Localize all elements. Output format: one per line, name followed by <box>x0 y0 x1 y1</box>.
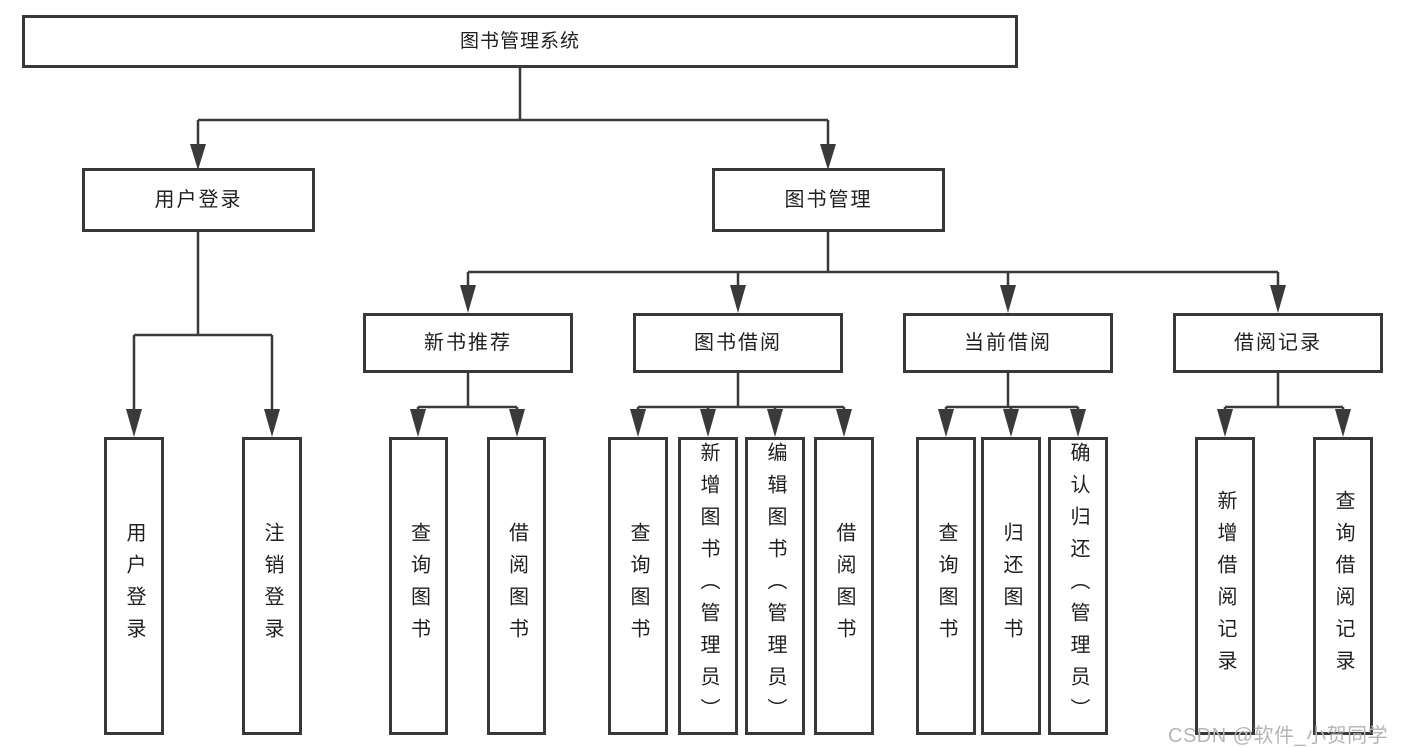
arrowhead <box>767 409 783 437</box>
node-label: 图书借阅 <box>694 332 782 354</box>
node-label: 用户登录 <box>123 522 145 650</box>
node-label: 归还图书 <box>1000 522 1022 650</box>
node-label: 图书管理 <box>784 189 873 211</box>
arrowhead <box>1270 285 1286 313</box>
node-label: 注销登录 <box>261 522 283 650</box>
node-label: 新增借阅记录 <box>1214 490 1236 682</box>
arrowhead <box>730 285 746 313</box>
leaf-logout: 注销登录 <box>242 437 302 735</box>
node-label: 借阅记录 <box>1234 332 1322 354</box>
node-label: 编辑图书（管理员） <box>764 442 786 730</box>
arrowhead <box>938 409 954 437</box>
arrowhead <box>264 409 280 437</box>
node-label: 确认归还（管理员） <box>1067 442 1089 730</box>
arrowhead <box>126 409 142 437</box>
arrowhead <box>460 285 476 313</box>
node-label: 查询图书 <box>935 522 957 650</box>
leaf-add-borrow-record: 新增借阅记录 <box>1195 437 1255 735</box>
leaf-add-book-admin: 新增图书（管理员） <box>678 437 738 735</box>
node-label: 新增图书（管理员） <box>697 442 719 730</box>
arrowhead <box>190 144 206 170</box>
arrowhead <box>410 409 426 437</box>
csdn-watermark: CSDN @软件_小贺同学 <box>1168 725 1389 747</box>
node-label: 借阅图书 <box>505 522 528 650</box>
leaf-query-books-borrowing: 查询图书 <box>608 437 668 735</box>
leaf-query-books-recommend: 查询图书 <box>389 437 448 735</box>
arrowhead <box>1003 409 1019 437</box>
node-user-login: 用户登录 <box>82 168 315 232</box>
node-label: 新书推荐 <box>424 332 512 354</box>
arrowhead <box>1335 409 1351 437</box>
node-system-root: 图书管理系统 <box>22 15 1018 68</box>
node-label: 借阅图书 <box>833 522 855 650</box>
leaf-edit-book-admin: 编辑图书（管理员） <box>745 437 805 735</box>
arrowhead <box>1000 285 1016 313</box>
node-label: 查询图书 <box>407 522 430 650</box>
arrowhead <box>630 409 646 437</box>
arrowhead <box>1070 409 1086 437</box>
leaf-user-login: 用户登录 <box>104 437 164 735</box>
node-new-book-recommend: 新书推荐 <box>363 313 573 373</box>
arrowhead <box>1217 409 1233 437</box>
leaf-borrow-books-recommend: 借阅图书 <box>487 437 546 735</box>
leaf-return-books: 归还图书 <box>981 437 1041 735</box>
node-label: 当前借阅 <box>964 332 1052 354</box>
node-label: 查询借阅记录 <box>1332 490 1354 682</box>
node-label: 图书管理系统 <box>459 31 580 52</box>
leaf-query-books-current: 查询图书 <box>916 437 976 735</box>
leaf-borrow-books: 借阅图书 <box>814 437 874 735</box>
leaf-query-borrow-record: 查询借阅记录 <box>1313 437 1373 735</box>
node-current-borrowing: 当前借阅 <box>903 313 1113 373</box>
node-book-management: 图书管理 <box>712 168 945 232</box>
node-book-borrowing: 图书借阅 <box>633 313 843 373</box>
arrowhead <box>700 409 716 437</box>
node-label: 用户登录 <box>154 189 243 211</box>
node-label: 查询图书 <box>627 522 649 650</box>
arrowhead <box>820 144 836 170</box>
arrowhead <box>836 409 852 437</box>
arrowhead <box>509 409 525 437</box>
node-borrowing-records: 借阅记录 <box>1173 313 1383 373</box>
leaf-confirm-return-admin: 确认归还（管理员） <box>1048 437 1108 735</box>
